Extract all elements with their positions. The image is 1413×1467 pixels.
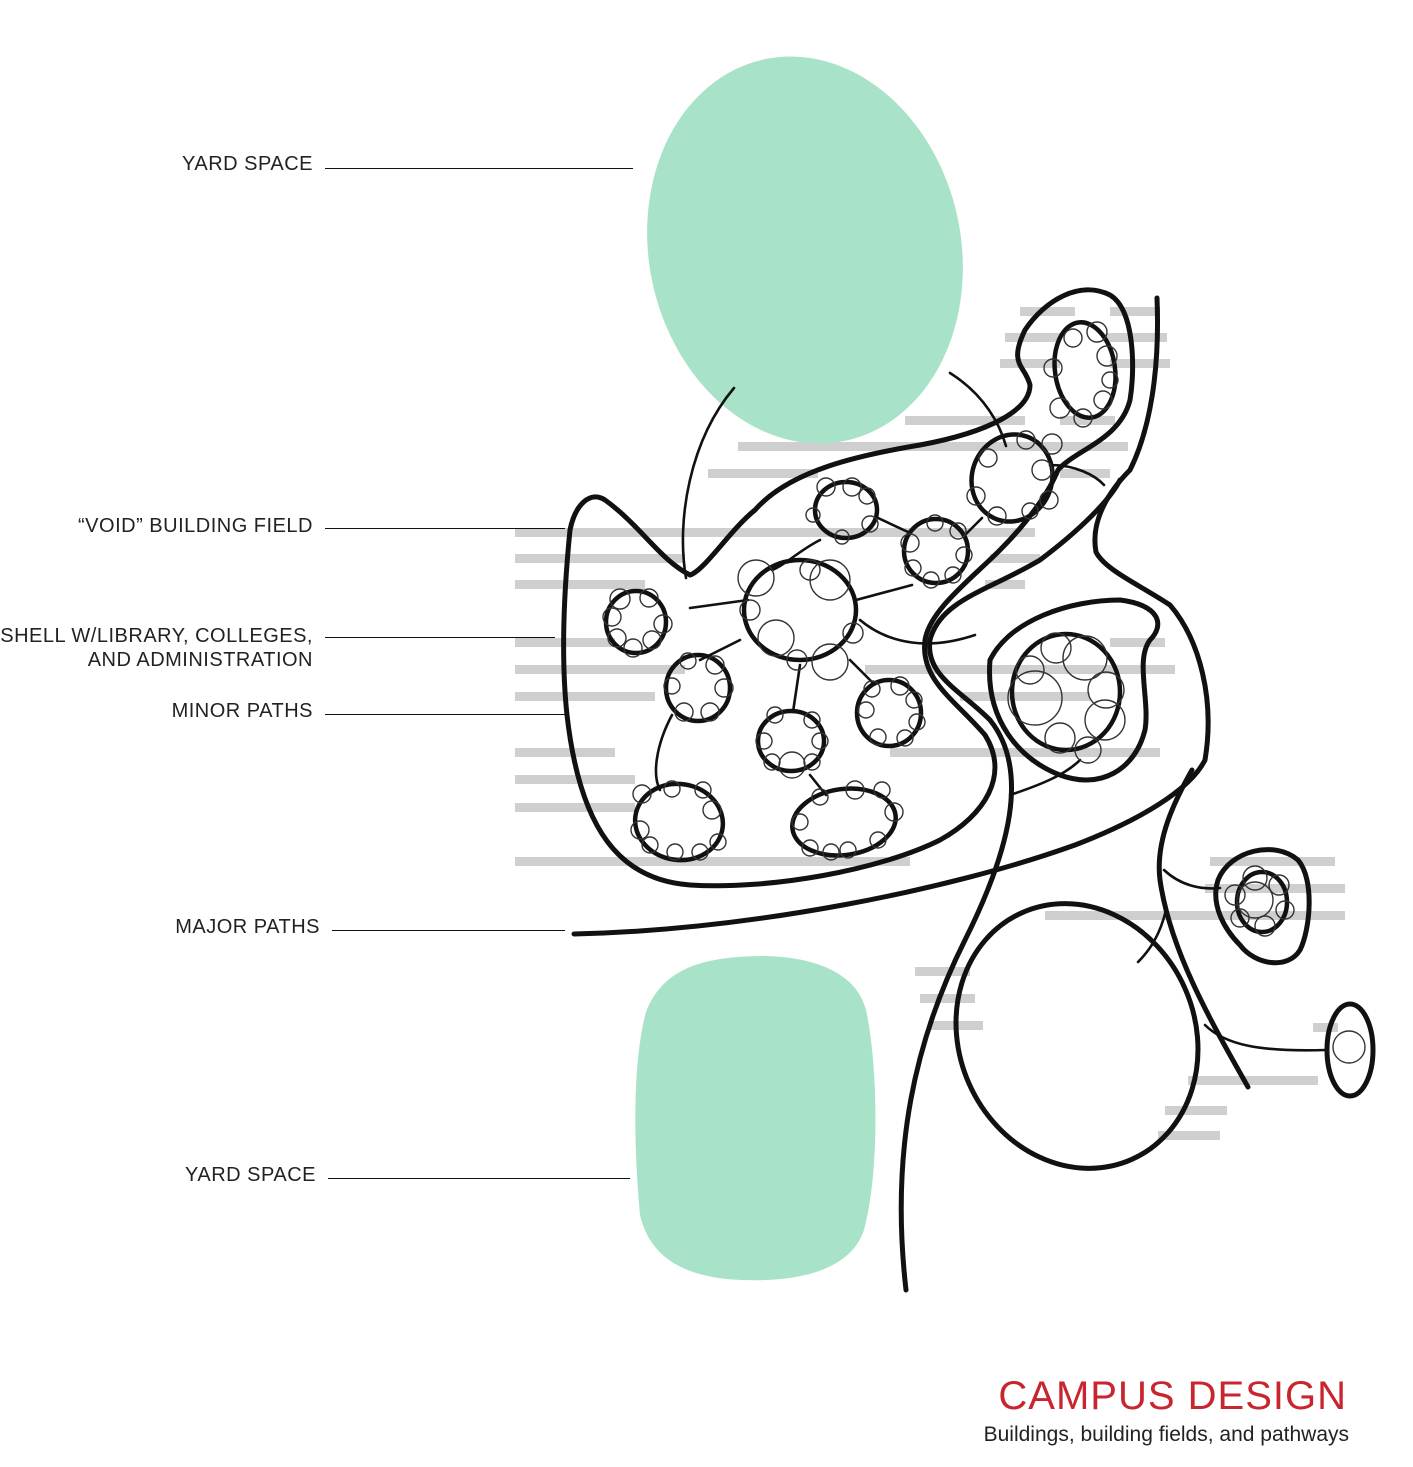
building bbox=[1009, 631, 1123, 753]
building bbox=[663, 652, 733, 724]
diagram-subtitle: Buildings, building fields, and pathways bbox=[983, 1423, 1349, 1446]
minor-path bbox=[876, 516, 910, 534]
minor-path bbox=[1048, 463, 1106, 487]
lower-shell bbox=[953, 901, 1201, 1171]
leader-line bbox=[325, 714, 565, 715]
minor-path bbox=[858, 618, 977, 645]
yard-space-top-shape bbox=[647, 56, 963, 444]
leader-line bbox=[332, 930, 565, 931]
leader-line bbox=[325, 637, 555, 638]
minor-path bbox=[681, 386, 736, 580]
building bbox=[755, 708, 827, 774]
label-major-paths: MAJOR PATHS bbox=[175, 916, 320, 938]
building bbox=[812, 479, 880, 541]
leader-line bbox=[325, 168, 633, 169]
label-yard-space-top: YARD SPACE bbox=[182, 153, 313, 175]
label-yard-space-bottom: YARD SPACE bbox=[185, 1164, 316, 1186]
building bbox=[603, 588, 669, 656]
major-path bbox=[898, 477, 1123, 1293]
minor-path bbox=[791, 663, 802, 714]
minor-path bbox=[963, 516, 984, 537]
building bbox=[1234, 869, 1290, 935]
building bbox=[854, 677, 924, 749]
minor-path bbox=[948, 371, 1008, 448]
satellite-shell bbox=[1213, 847, 1312, 966]
library-shell bbox=[561, 287, 1136, 889]
building bbox=[741, 557, 859, 663]
minor-path bbox=[688, 598, 750, 610]
paths bbox=[561, 287, 1376, 1293]
label-shell-line2: AND ADMINISTRATION bbox=[87, 649, 313, 671]
minor-path bbox=[1008, 758, 1082, 797]
minor-path bbox=[848, 658, 875, 685]
label-shell-line1: SHELL W/LIBRARY, COLLEGES, bbox=[0, 625, 313, 647]
leader-line bbox=[325, 528, 565, 529]
diagram-title: CAMPUS DESIGN bbox=[998, 1374, 1347, 1418]
buildings bbox=[603, 320, 1290, 935]
building bbox=[901, 516, 971, 586]
yard-space-bottom-shape bbox=[635, 955, 876, 1281]
right-shell bbox=[987, 597, 1161, 783]
void-building-field-bars bbox=[515, 307, 1345, 1140]
sub-buildings bbox=[602, 321, 1366, 1064]
satellite-shell bbox=[1324, 1001, 1376, 1099]
minor-path bbox=[854, 583, 914, 602]
minor-path bbox=[654, 713, 674, 792]
major-path bbox=[571, 295, 1211, 937]
major-path bbox=[1156, 767, 1251, 1090]
label-minor-paths: MINOR PATHS bbox=[171, 700, 313, 722]
minor-path bbox=[1203, 1023, 1328, 1052]
label-void-building-field: “VOID” BUILDING FIELD bbox=[78, 515, 313, 537]
leader-line bbox=[328, 1178, 630, 1179]
minor-path bbox=[770, 538, 822, 572]
building bbox=[790, 786, 898, 858]
